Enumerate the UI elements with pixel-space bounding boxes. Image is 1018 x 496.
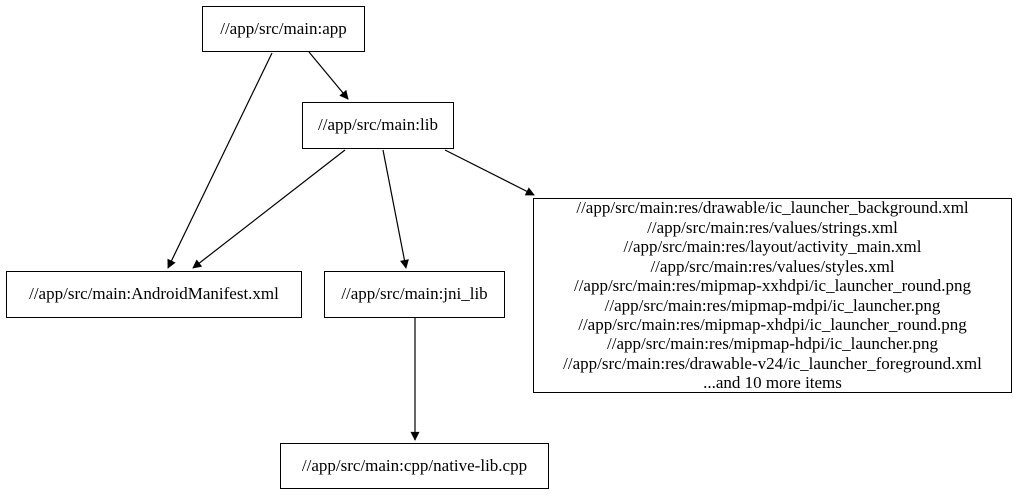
edge-app-lib — [308, 51, 349, 100]
res-file-line-7: //app/src/main:res/mipmap-hdpi/ic_launch… — [607, 334, 938, 354]
res-file-line-8: //app/src/main:res/drawable-v24/ic_launc… — [563, 353, 982, 373]
node-app: //app/src/main:app — [202, 6, 365, 52]
res-more-items-line: ...and 10 more items — [703, 373, 842, 393]
node-native-lib-cpp-label: //app/src/main:cpp/native-lib.cpp — [301, 455, 528, 475]
edge-app-manifest — [167, 52, 273, 269]
res-file-line-2: //app/src/main:res/layout/activity_main.… — [623, 237, 922, 257]
res-file-line-3: //app/src/main:res/values/styles.xml — [650, 256, 895, 276]
node-native-lib-cpp: //app/src/main:cpp/native-lib.cpp — [280, 443, 549, 489]
res-file-line-6: //app/src/main:res/mipmap-xhdpi/ic_launc… — [578, 314, 967, 334]
res-file-line-1: //app/src/main:res/values/strings.xml — [647, 217, 898, 237]
edge-lib-manifest — [192, 149, 346, 269]
edge-lib-jni-lib — [382, 149, 409, 269]
res-file-line-5: //app/src/main:res/mipmap-mdpi/ic_launch… — [604, 295, 941, 315]
node-jni-lib: //app/src/main:jni_lib — [324, 271, 505, 318]
node-android-manifest-label: //app/src/main:AndroidManifest.xml — [29, 284, 279, 304]
node-lib-label: //app/src/main:lib — [318, 115, 438, 135]
res-file-line-4: //app/src/main:res/mipmap-xxhdpi/ic_laun… — [573, 276, 972, 296]
node-jni-lib-label: //app/src/main:jni_lib — [341, 284, 488, 304]
res-file-line-0: //app/src/main:res/drawable/ic_launcher_… — [576, 198, 969, 218]
node-lib: //app/src/main:lib — [302, 102, 454, 149]
edge-lib-res — [444, 149, 535, 196]
node-android-manifest: //app/src/main:AndroidManifest.xml — [6, 271, 302, 318]
node-res-files: //app/src/main:res/drawable/ic_launcher_… — [533, 198, 1012, 393]
node-app-label: //app/src/main:app — [220, 18, 347, 38]
